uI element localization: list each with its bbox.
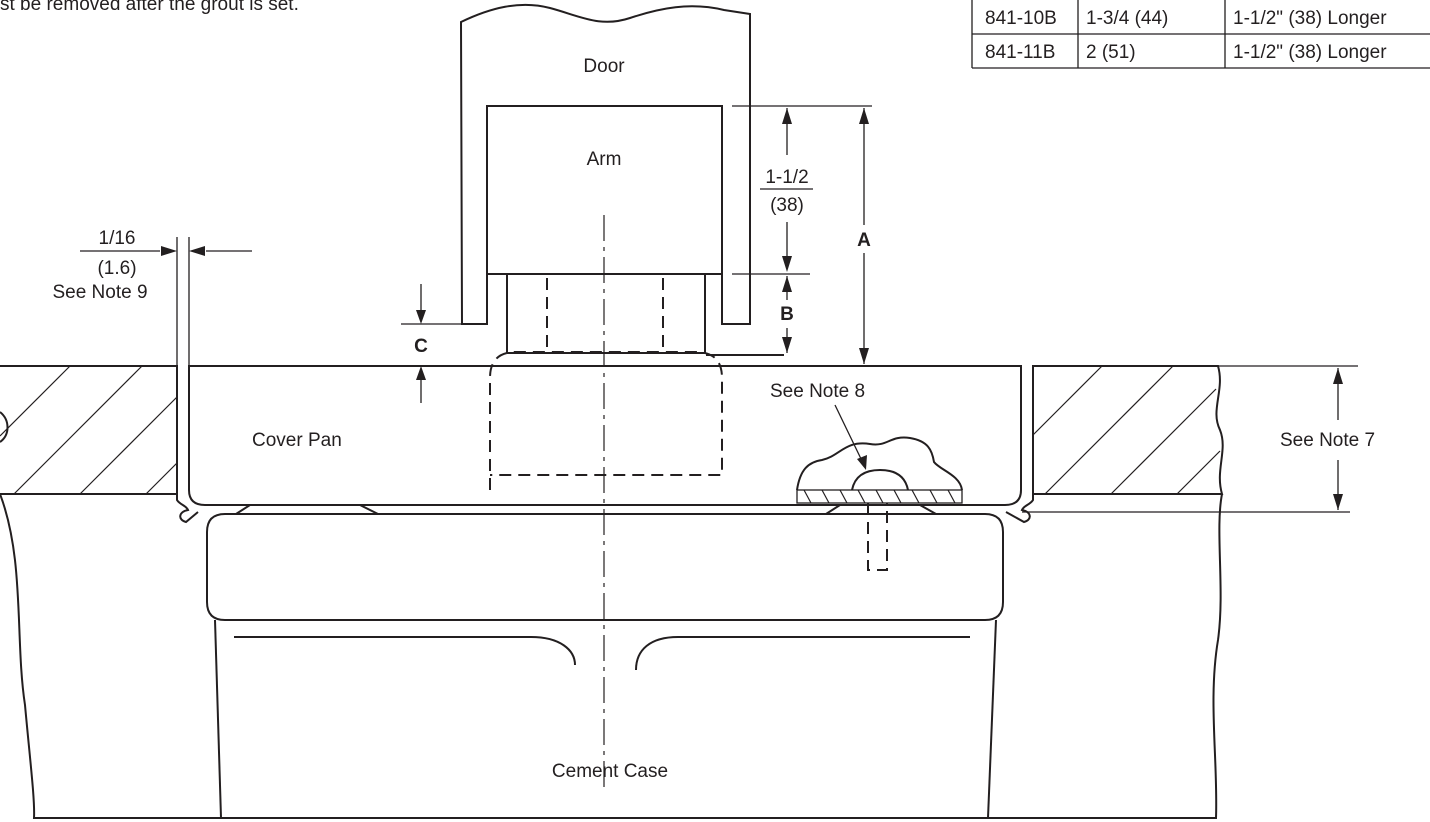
model-table: 841-10B 1-3/4 (44) 1-1/2" (38) Longer 84… [971,0,1430,69]
c-label: C [414,336,428,357]
a-label: A [857,230,871,251]
b-label: B [780,304,794,325]
a-dimension: A [857,108,871,364]
see-note-7-label: See Note 7 [1280,430,1375,451]
frame-edge-right [1005,366,1034,524]
table-cell: 841-11B [985,42,1055,63]
cover-pan: Cover Pan [188,351,1022,506]
gap-dimension: 1/16 (1.6) See Note 9 [52,228,252,366]
frame-edge-left [176,366,199,524]
table-cell: 2 (51) [1086,42,1136,63]
gap-fraction: 1/16 [99,228,136,249]
gap-metric: (1.6) [97,258,136,279]
table-cell: 841-10B [985,8,1057,29]
table-cell: 1-1/2" (38) Longer [1233,8,1387,29]
cement-case-label: Cement Case [552,761,668,782]
fastener-detail: See Note 8 [770,381,963,571]
note-7-dimension: See Note 7 [1022,365,1375,513]
floor-right [1032,365,1224,495]
b-dimension: B [780,276,794,353]
table-cell: 1-3/4 (44) [1086,8,1168,29]
spindle [506,274,706,354]
arm-height-metric: (38) [770,195,804,216]
cover-pan-label: Cover Pan [252,430,342,451]
arm-height-fraction: 1-1/2 [765,167,808,188]
see-note-9-label: See Note 9 [52,282,147,303]
table-cell: 1-1/2" (38) Longer [1233,42,1387,63]
arm-height-dimension: 1-1/2 (38) [732,105,872,275]
arm-label: Arm [587,149,622,170]
c-dimension: C [401,284,462,403]
cement-case: Cement Case [0,493,1223,819]
door-label: Door [583,56,625,77]
see-note-8-label: See Note 8 [770,381,865,402]
header-note: st be removed after the grout is set. [0,0,299,15]
floor-left [0,365,178,495]
door: Door [459,3,751,325]
